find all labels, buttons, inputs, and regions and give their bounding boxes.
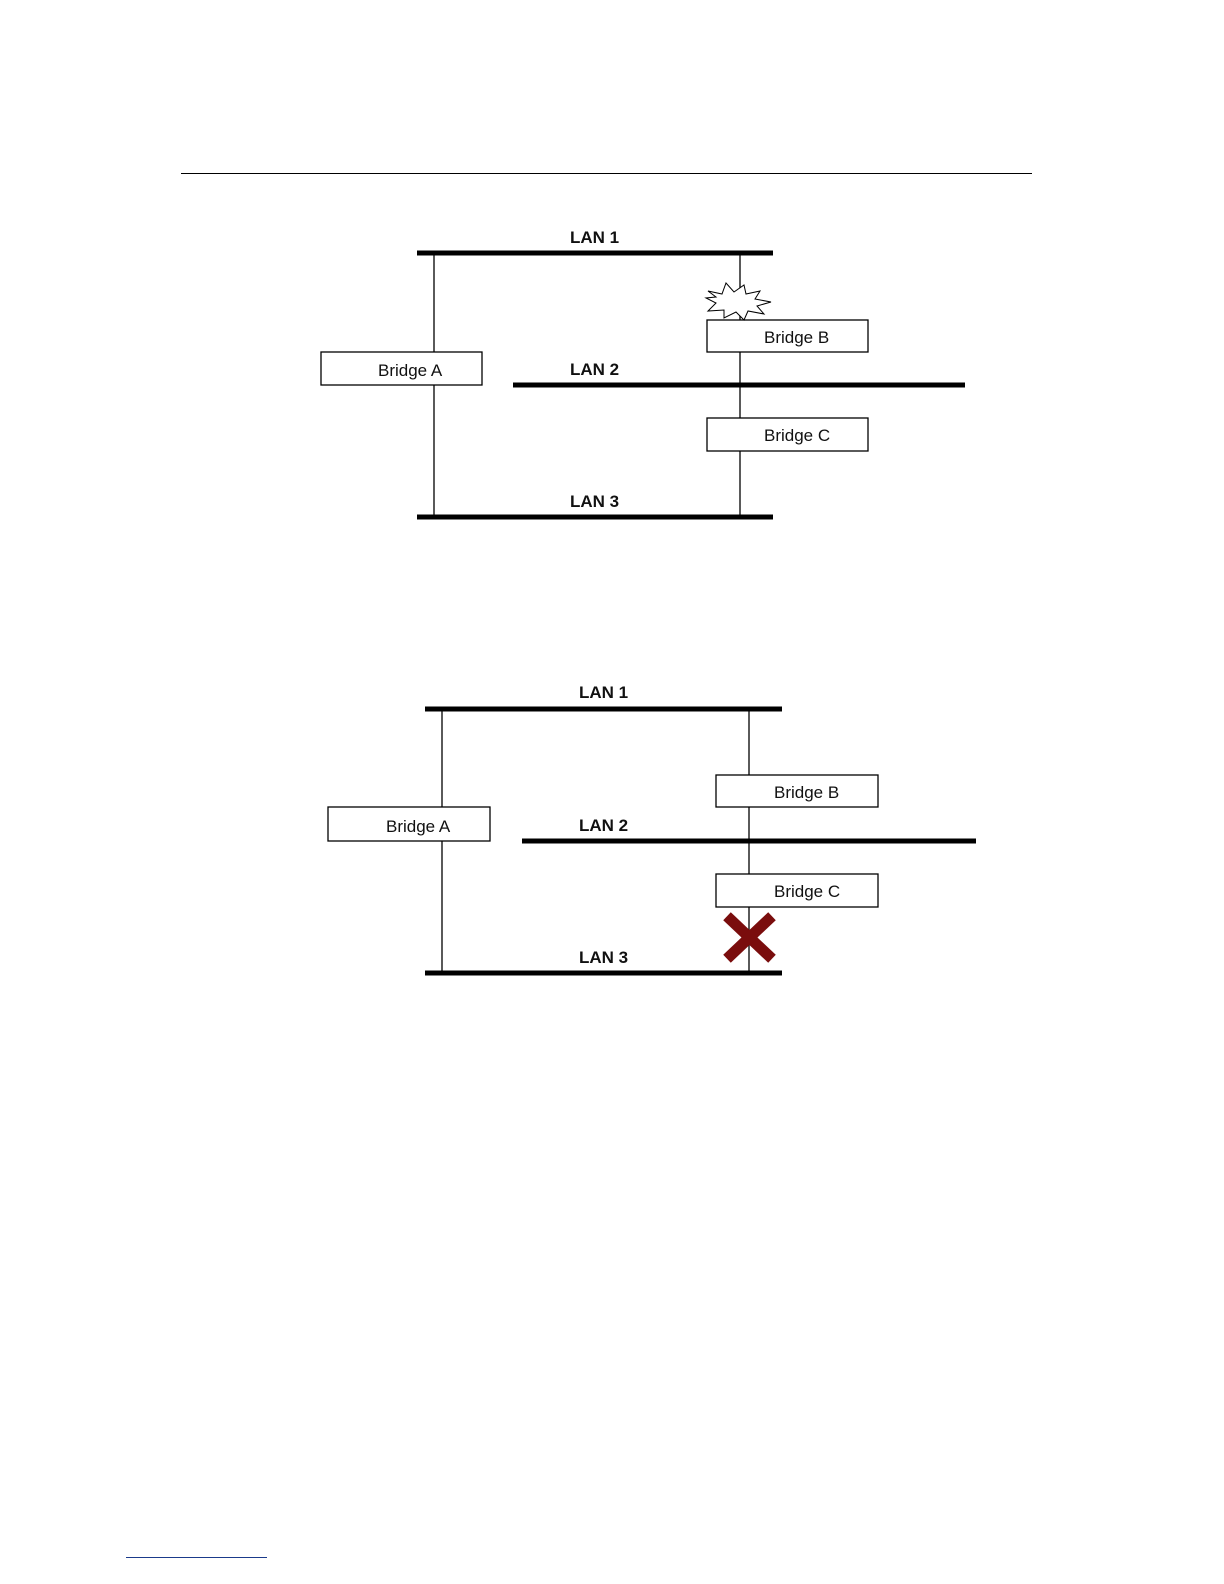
network-diagram-recovered: LAN 1 LAN 2 LAN 3 Bridge A Bridge B Brid… xyxy=(0,665,1224,995)
lan3-label: LAN 3 xyxy=(570,492,619,511)
header-rule xyxy=(181,173,1032,174)
bridge-a-label: Bridge A xyxy=(386,817,451,836)
bridge-c-label: Bridge C xyxy=(774,882,840,901)
bridge-b-label: Bridge B xyxy=(764,328,829,347)
lan2-label: LAN 2 xyxy=(570,360,619,379)
bridge-c-label: Bridge C xyxy=(764,426,830,445)
starburst-icon xyxy=(706,283,771,320)
bridge-a-label: Bridge A xyxy=(378,361,443,380)
lan1-label: LAN 1 xyxy=(579,683,628,702)
footnote-rule xyxy=(126,1557,267,1558)
lan2-label: LAN 2 xyxy=(579,816,628,835)
lan1-label: LAN 1 xyxy=(570,228,619,247)
bridge-b-label: Bridge B xyxy=(774,783,839,802)
network-diagram-failure: LAN 1 LAN 2 LAN 3 Bridge A Bridge B Brid… xyxy=(0,210,1224,540)
lan3-label: LAN 3 xyxy=(579,948,628,967)
